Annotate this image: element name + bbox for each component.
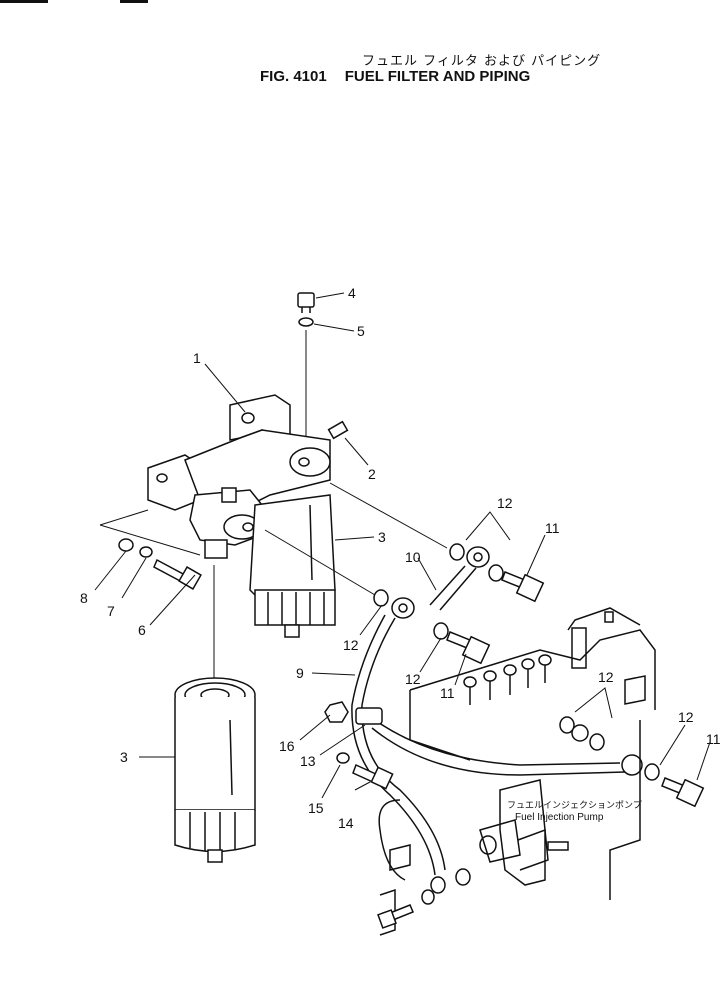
assembly-line-bolt <box>99 509 201 556</box>
assembly-line-head-right <box>329 482 448 549</box>
engine-block-outline <box>377 799 471 936</box>
callout-2: 2 <box>368 466 376 482</box>
fig-number: FIG. 4101 <box>260 68 327 85</box>
bolt-part-6 <box>153 558 202 590</box>
callout-12-pump: 12 <box>598 669 614 685</box>
banjo-fitting-right <box>621 754 643 776</box>
banjo-hole-upper <box>473 552 483 562</box>
nut-part-16 <box>324 701 349 723</box>
callout-12-middle-left: 12 <box>343 637 359 653</box>
callout-11-right: 11 <box>706 731 721 747</box>
callout-12-middle: 12 <box>405 671 421 687</box>
bracket-12-upper <box>465 511 511 541</box>
assembly-line-head-left <box>264 529 376 596</box>
filter-cartridge-mounted <box>249 494 336 638</box>
callout-12-right: 12 <box>678 709 694 725</box>
washer-part-12a <box>449 543 465 561</box>
banjo-fitting-pump <box>571 724 589 742</box>
washer-part-12b <box>488 564 504 582</box>
callout-12-upper: 12 <box>497 495 513 511</box>
fig-title: FUEL FILTER AND PIPING <box>344 68 531 85</box>
fuel-pipe-part-9 <box>351 614 626 876</box>
bolt-part-11-upper <box>501 571 545 603</box>
figure-title: FIG. 4101 FUEL FILTER AND PIPING <box>260 68 548 85</box>
bolt-part-4 <box>297 292 315 313</box>
washer-part-12e <box>644 763 660 781</box>
callout-3-upper: 3 <box>378 529 386 545</box>
callout-10: 10 <box>405 549 421 565</box>
callout-7: 7 <box>107 603 115 619</box>
callout-13: 13 <box>300 753 316 769</box>
washer-part-15 <box>336 752 350 764</box>
callout-3-lower: 3 <box>120 749 128 765</box>
washer-part-12c <box>373 589 389 607</box>
fuel-pipe-part-10-b <box>429 565 466 606</box>
scan-mark-right <box>120 0 148 3</box>
callout-16: 16 <box>279 738 295 754</box>
bolt-part-11-right <box>661 777 705 808</box>
callout-8: 8 <box>80 590 88 606</box>
callout-labels: 4 5 1 2 3 3 6 7 8 9 10 11 11 11 12 12 12… <box>80 285 721 831</box>
bolt-part-11-middle <box>446 631 491 665</box>
washer-part-12f <box>559 716 575 734</box>
callout-14: 14 <box>338 815 354 831</box>
callout-leaders <box>94 292 711 799</box>
banjo-hole-middle <box>398 603 408 613</box>
callout-4: 4 <box>348 285 356 301</box>
japanese-title: フュエル フィルタ および パイピング <box>362 54 602 69</box>
fuel-pipe-part-10 <box>439 567 477 611</box>
banjo-fitting-upper <box>466 546 490 568</box>
pump-label-english: Fuel Injection Pump <box>515 812 604 823</box>
washer-part-5 <box>298 317 314 327</box>
bolt-part-14 <box>352 763 394 790</box>
washer-part-8 <box>118 538 134 552</box>
callout-11-middle: 11 <box>440 685 455 701</box>
plug-part-2 <box>327 420 349 440</box>
callout-9: 9 <box>296 665 304 681</box>
clamp-part-13 <box>355 707 383 725</box>
callout-5: 5 <box>357 323 365 339</box>
callout-15: 15 <box>308 800 324 816</box>
lockwasher-part-7 <box>139 546 153 558</box>
fuel-injection-pump <box>409 607 656 900</box>
filter-head-part-1 <box>147 394 331 559</box>
bracket-12-mid <box>574 687 613 719</box>
callout-11-upper: 11 <box>545 520 560 536</box>
banjo-fitting-middle <box>391 597 415 619</box>
pump-label-japanese: フュエルインジェクションポンプ <box>507 800 642 811</box>
callout-1: 1 <box>193 350 201 366</box>
washer-part-12d <box>433 622 449 640</box>
callout-6: 6 <box>138 622 146 638</box>
scan-mark-left <box>0 0 48 3</box>
filter-cartridge-exploded <box>174 677 256 863</box>
washer-part-12g <box>589 733 605 751</box>
